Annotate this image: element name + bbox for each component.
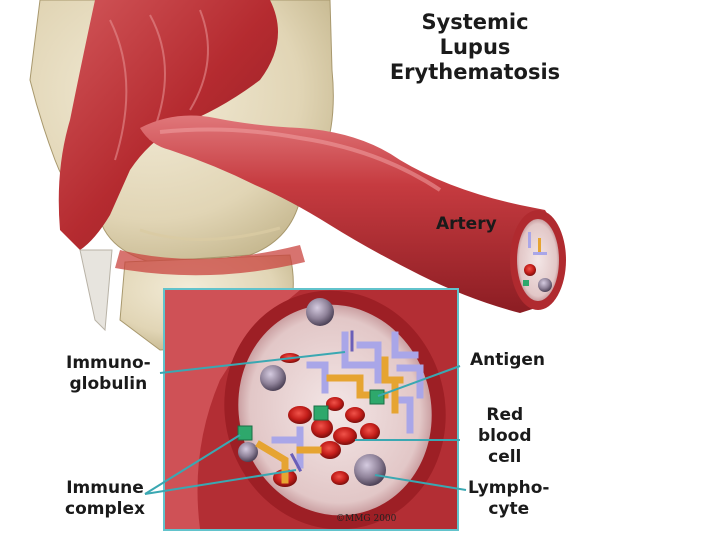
antigen-cube — [238, 426, 252, 440]
lymphocyte-label: Lympho- cyte — [468, 478, 549, 520]
lymphocyte-cell — [306, 298, 334, 326]
artery-label: Artery — [436, 214, 497, 235]
copyright-notice: ©MMG 2000 — [336, 514, 396, 524]
immunoglobulin-label: Immuno- globulin — [66, 353, 151, 395]
lymphocyte-cell — [238, 442, 258, 462]
antigen-cube — [370, 390, 384, 404]
lymphocyte-cell — [260, 365, 286, 391]
antigen-label: Antigen — [470, 350, 545, 371]
immune-complex-label: Immune complex — [65, 478, 145, 520]
antigen-cube — [314, 406, 328, 420]
red-blood-cell-label: Red blood cell — [478, 405, 532, 468]
diagram-title: Systemic Lupus Erythematosis — [370, 10, 580, 85]
lymphocyte-cell — [354, 454, 386, 486]
